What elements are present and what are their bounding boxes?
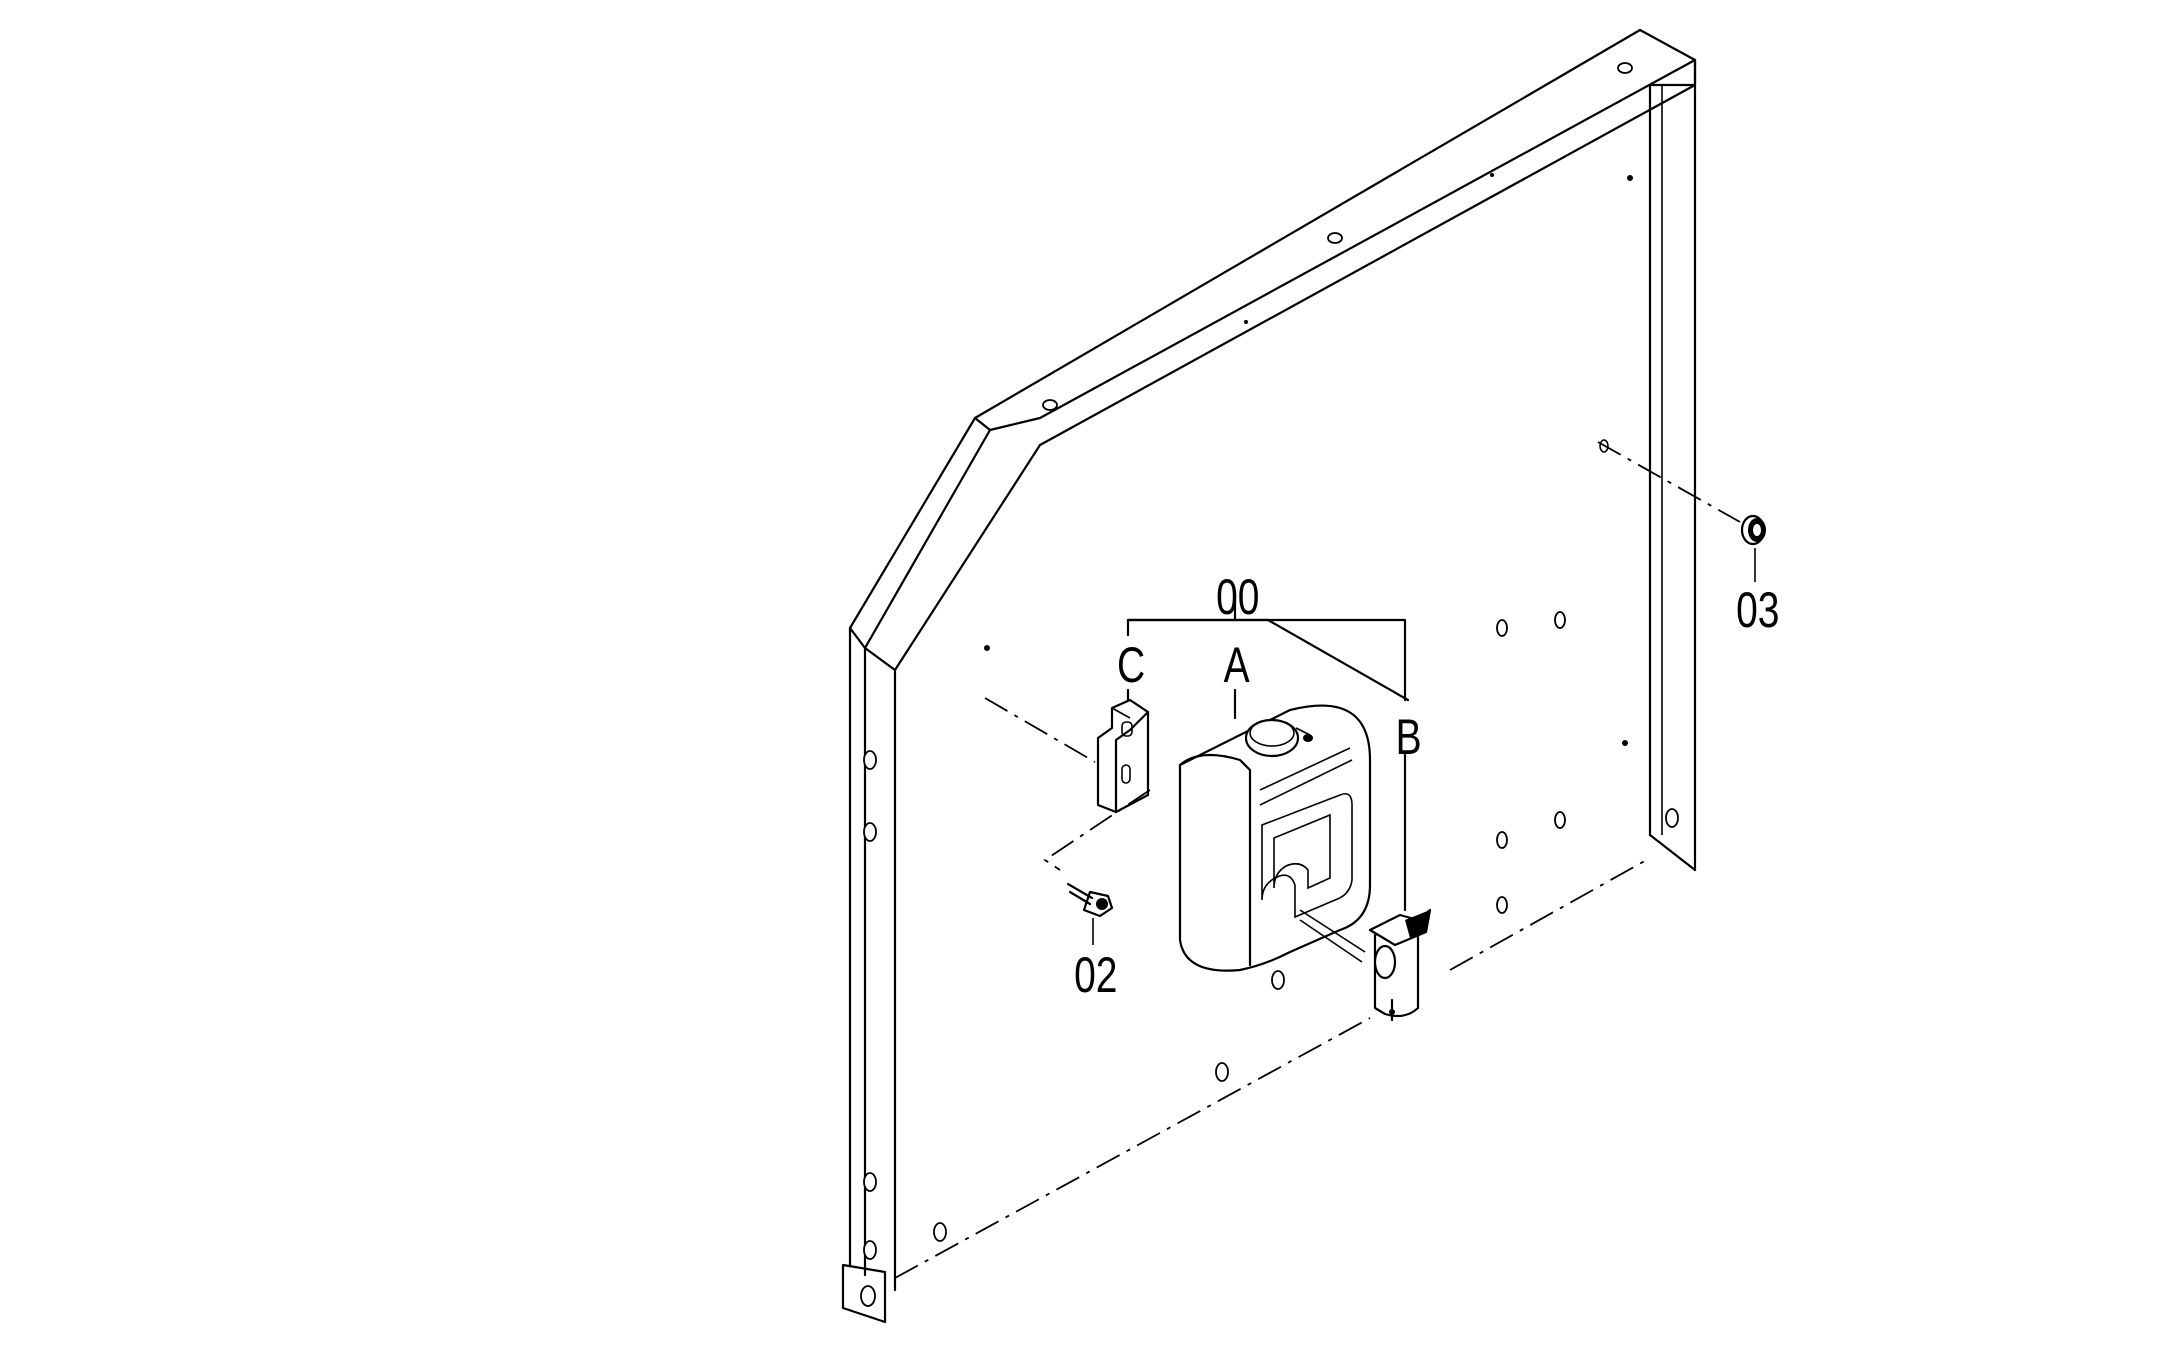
part-b-label: B — [1395, 709, 1422, 765]
part-c-label: C — [1116, 637, 1146, 693]
screw-part — [1066, 882, 1114, 945]
panel-frame — [841, 28, 1697, 1324]
washer-pump-part — [1368, 908, 1432, 1022]
part-02-label: 02 — [1074, 947, 1118, 1003]
part-03-label: 03 — [1736, 582, 1780, 638]
grommet-part — [1597, 439, 1766, 582]
bracket-part — [984, 697, 1151, 871]
leader-lines — [1126, 598, 1410, 912]
assembly-label: 00 — [1216, 569, 1260, 625]
mounting-holes — [863, 62, 1679, 1260]
part-a-label: A — [1223, 637, 1250, 693]
washer-tank-part — [1178, 704, 1372, 972]
